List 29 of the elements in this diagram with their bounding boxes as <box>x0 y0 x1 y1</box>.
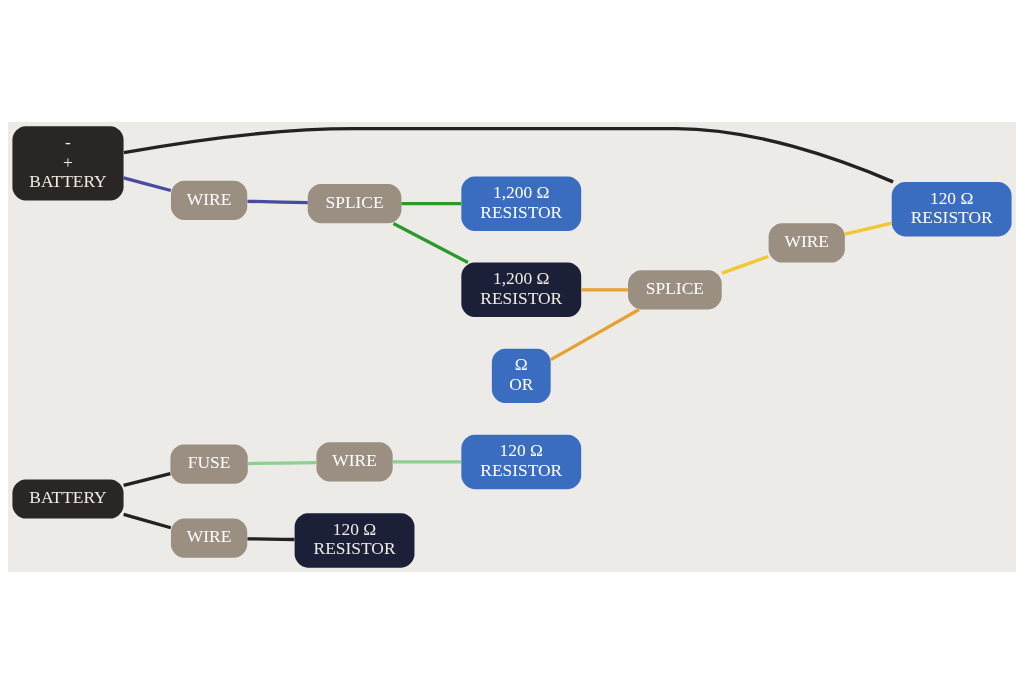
connector <box>123 512 172 530</box>
node-box: 120 Ω RESISTOR <box>294 513 415 568</box>
node-box: WIRE <box>768 223 845 263</box>
node-box: 120 Ω RESISTOR <box>461 434 582 490</box>
node-box: - + BATTERY <box>12 126 124 201</box>
node-box: WIRE <box>170 180 248 221</box>
connector <box>581 288 628 292</box>
node-box: 120 Ω RESISTOR <box>891 181 1012 237</box>
node-box: SPLICE <box>628 270 722 310</box>
connector <box>247 460 317 466</box>
node-box: 1,200 Ω RESISTOR <box>461 262 582 318</box>
node-box: WIRE <box>316 442 393 482</box>
connector <box>123 126 894 184</box>
connector <box>123 176 172 193</box>
connector <box>392 460 462 464</box>
connector <box>247 537 295 542</box>
connector <box>123 472 171 487</box>
connector <box>721 254 769 275</box>
node-box: 1,200 Ω RESISTOR <box>461 176 582 231</box>
node-box: BATTERY <box>12 479 124 519</box>
node-box: FUSE <box>170 444 248 484</box>
connector <box>844 221 892 236</box>
node-box: WIRE <box>170 518 248 558</box>
node-box: Ω OR <box>491 348 551 404</box>
connector <box>247 199 308 205</box>
node-box: SPLICE <box>307 184 402 224</box>
connector <box>550 308 640 362</box>
connector <box>392 222 469 264</box>
connector <box>401 202 462 206</box>
